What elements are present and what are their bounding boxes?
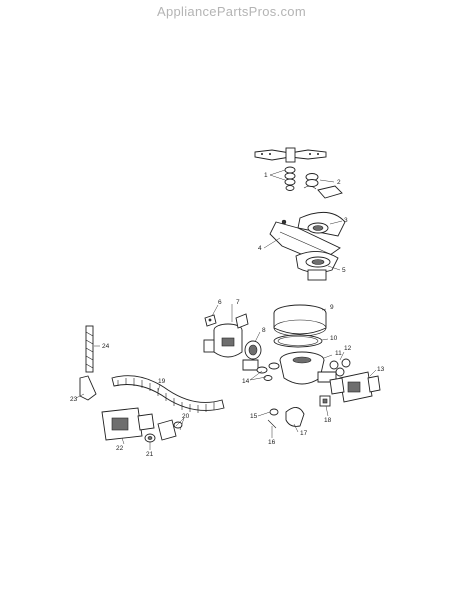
- inlet-valve: [101, 407, 155, 441]
- part-label-11: 11: [335, 350, 342, 357]
- part-label-8: 8: [262, 327, 266, 334]
- hub-assembly: [303, 173, 343, 199]
- part-label-4: 4: [258, 245, 262, 252]
- filter-cover: [297, 212, 346, 237]
- part-label-17: 17: [300, 430, 308, 437]
- part-label-20: 20: [182, 413, 190, 420]
- part-label-23: 23: [70, 396, 78, 403]
- o-rings: [256, 362, 280, 381]
- pump-seal: [273, 334, 323, 348]
- check-valve: [329, 358, 351, 377]
- sump: [295, 251, 339, 281]
- part-label-21: 21: [146, 451, 154, 458]
- spray-arm-coupling: [284, 166, 296, 191]
- part-label-22: 22: [116, 445, 124, 452]
- impeller: [242, 340, 262, 371]
- part-label-2: 2: [337, 179, 341, 186]
- part-label-3: 3: [344, 217, 348, 224]
- part-label-16: 16: [268, 439, 276, 446]
- hose-bracket: [79, 375, 97, 401]
- watermark: AppliancePartsPros.com: [157, 4, 306, 19]
- part-label-18: 18: [324, 417, 332, 424]
- drain-hose: [111, 375, 225, 413]
- leader-lines: [75, 169, 377, 450]
- part-label-12: 12: [344, 345, 352, 352]
- pump-ring: [273, 304, 327, 337]
- part-label-15: 15: [250, 413, 258, 420]
- part-label-1: 1: [264, 172, 268, 179]
- part-label-24: 24: [102, 343, 110, 350]
- drain-pump: [329, 371, 381, 403]
- motor-clip: [204, 314, 217, 327]
- part-label-10: 10: [330, 335, 338, 342]
- part-label-9: 9: [330, 304, 334, 311]
- part-label-19: 19: [158, 378, 166, 385]
- part-label-13: 13: [377, 366, 385, 373]
- part-label-14: 14: [242, 378, 250, 385]
- spray-arm: [254, 147, 327, 163]
- grommet: [319, 395, 331, 407]
- part-labels: 1 2 3 4 5 6 7 8 9 10 11 12 13 14 15 16 1…: [70, 172, 385, 458]
- pump-motor: [203, 313, 249, 358]
- part-label-6: 6: [218, 299, 222, 306]
- spring-tube: [85, 325, 94, 373]
- inlet-fitting: [157, 419, 183, 441]
- part-label-5: 5: [342, 267, 346, 274]
- part-label-7: 7: [236, 299, 240, 306]
- hose-clamp: [267, 407, 305, 429]
- valve-fitting: [144, 433, 156, 443]
